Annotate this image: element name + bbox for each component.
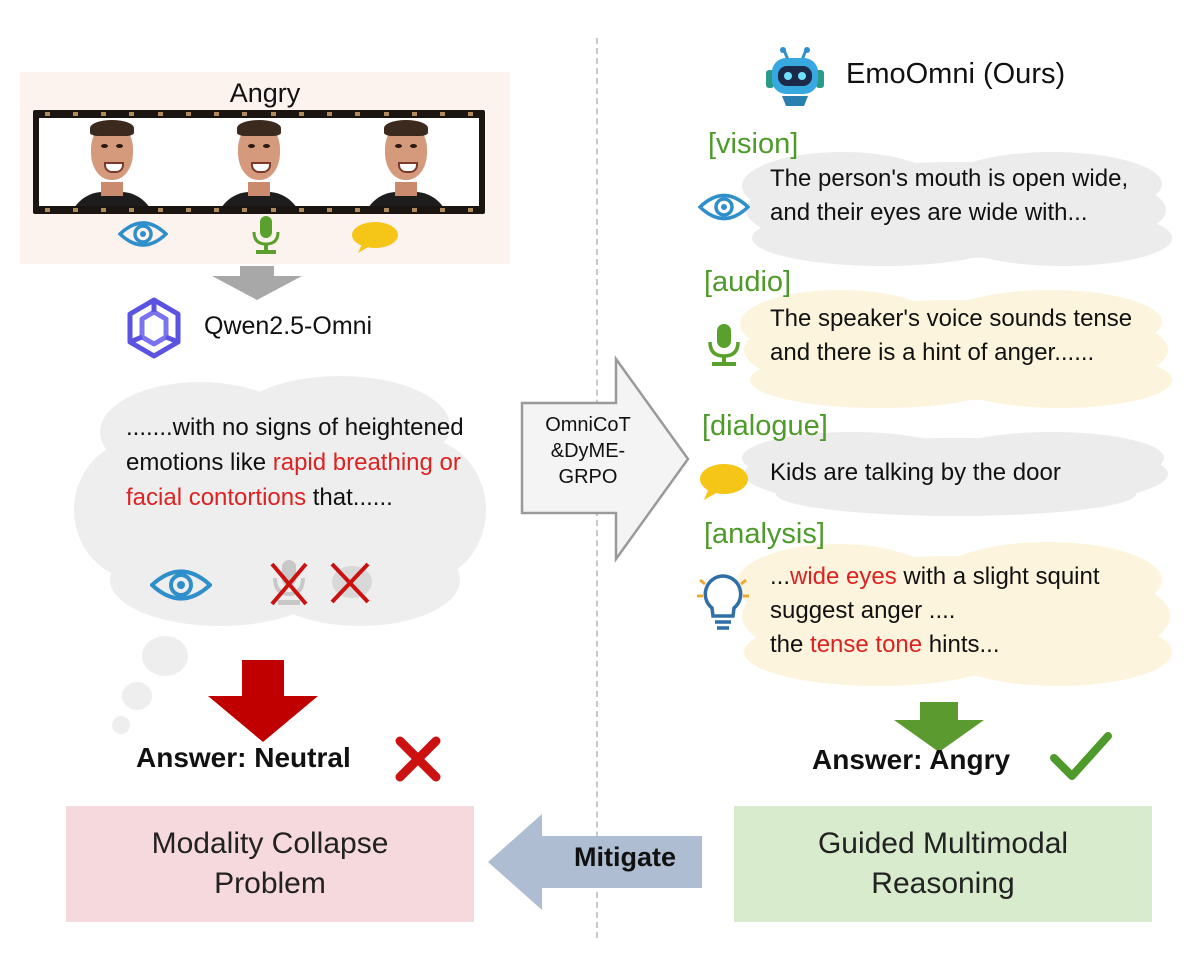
lightbulb-icon: [697, 574, 749, 630]
analysis-text-part: ...: [770, 563, 791, 590]
wrong-cross-icon: [395, 736, 441, 782]
method-line-3: GRPO: [558, 466, 618, 488]
method-line-1: OmniCoT: [545, 414, 631, 436]
reasoning-text-prefix: .......with no signs of heightened emoti…: [126, 414, 464, 476]
analysis-section-label: [analysis]: [704, 518, 825, 550]
correct-check-icon: [1050, 732, 1112, 780]
analysis-section-text: ...wide eyes with a slight squint sugges…: [770, 560, 1150, 662]
film-holes-bottom: [33, 206, 485, 214]
analysis-text-part: with a slight squint suggest anger ....: [770, 563, 1100, 624]
mitigate-label: Mitigate: [573, 842, 676, 872]
robot-icon: [766, 47, 824, 106]
vision-section-text: The person's mouth is open wide, and the…: [770, 165, 1129, 226]
vision-cloud: [742, 152, 1172, 266]
audio-section-text: The speaker's voice sounds tense and the…: [770, 305, 1133, 366]
training-method-arrow: [520, 355, 690, 563]
speech-bubble-icon: [352, 222, 398, 253]
analysis-cloud: [736, 542, 1172, 686]
video-frame: [204, 118, 314, 206]
proposed-answer: Answer: Angry: [812, 744, 1011, 775]
speech-bubble-icon: [700, 464, 748, 500]
baseline-model-name: Qwen2.5-Omni: [204, 312, 373, 340]
dialogue-section-label: [dialogue]: [702, 410, 828, 442]
method-line-2: &DyME-: [550, 440, 626, 462]
analysis-highlight-wide-eyes: wide eyes: [790, 563, 897, 590]
solution-box: Guided Multimodal Reasoning: [734, 806, 1152, 922]
thought-bubble-dot: [142, 636, 188, 676]
thought-bubble-dot: [122, 682, 152, 710]
dialogue-section-text: Kids are talking by the door: [770, 459, 1061, 486]
input-emotion-label: Angry: [229, 78, 301, 108]
dialogue-cloud: [742, 432, 1168, 516]
proposed-model-name: EmoOmni (Ours): [846, 58, 1066, 90]
vision-section-label: [vision]: [708, 128, 799, 160]
microphone-icon: [708, 324, 740, 366]
disabled-microphone-icon: [270, 560, 308, 606]
video-frame: [57, 118, 167, 206]
reasoning-highlight: rapid breathing or facial contortions: [126, 449, 461, 511]
baseline-reasoning-text: .......with no signs of heightened emoti…: [126, 410, 476, 515]
problem-box: Modality Collapse Problem: [66, 806, 474, 922]
film-holes-top: [33, 110, 485, 118]
analysis-text-part: hints...: [922, 631, 1000, 658]
disabled-speech-bubble-icon: [330, 562, 372, 604]
eye-icon: [150, 569, 212, 601]
microphone-icon: [252, 216, 280, 254]
eye-icon: [698, 193, 750, 221]
baseline-answer: Answer: Neutral: [136, 742, 351, 773]
video-filmstrip: [33, 110, 485, 214]
thought-bubble-dot: [112, 716, 130, 734]
qwen-logo-icon: [127, 297, 181, 359]
video-frame: [351, 118, 461, 206]
eye-icon: [118, 221, 168, 247]
mitigate-arrow: [488, 814, 702, 910]
analysis-text-part: the: [770, 631, 811, 658]
audio-section-label: [audio]: [704, 266, 792, 298]
flow-down-arrow: [212, 266, 302, 300]
analysis-highlight-tense-tone: tense tone: [810, 631, 923, 658]
audio-cloud: [740, 290, 1172, 408]
training-method-label: OmniCoT &DyME- GRPO: [522, 412, 654, 490]
video-frames: [39, 118, 479, 206]
problem-label: Modality Collapse Problem: [151, 827, 389, 900]
solution-label: Guided Multimodal Reasoning: [817, 827, 1069, 900]
red-down-arrow: [208, 660, 318, 742]
green-down-arrow: [894, 702, 984, 752]
reasoning-text-suffix: that......: [306, 484, 393, 511]
input-panel: Angry: [20, 72, 510, 264]
